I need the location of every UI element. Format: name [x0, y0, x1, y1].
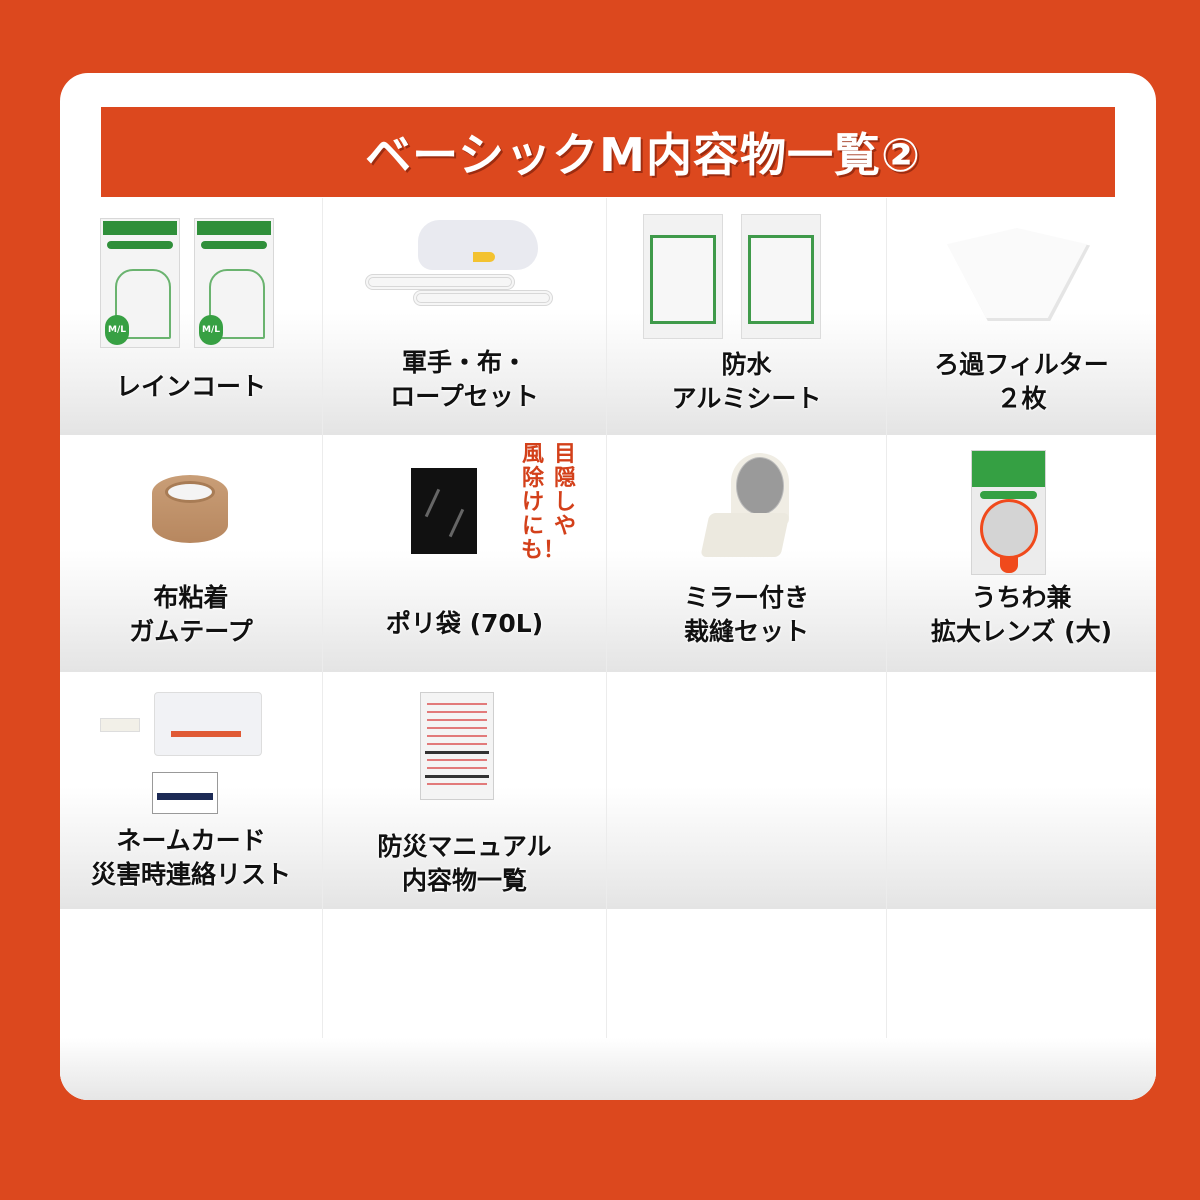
- item-label: 布粘着 ガムテープ: [129, 583, 253, 646]
- empty-cell: [607, 672, 887, 909]
- item-label: ネームカード 災害時連絡リスト: [90, 826, 291, 889]
- item-poly-bag: 目隠しや 風除けにも！ ポリ袋 (70L): [323, 435, 607, 672]
- item-label: 軍手・布・ ロープセット: [390, 348, 539, 411]
- title-banner: ベーシックM内容物一覧②: [101, 107, 1115, 197]
- item-mirror-sewing-kit: ミラー付き 裁縫セット: [607, 435, 887, 672]
- empty-cell: [887, 672, 1156, 909]
- item-fan-magnifier: うちわ兼 拡大レンズ (大): [887, 435, 1156, 672]
- page-title: ベーシックM内容物一覧②: [365, 128, 921, 182]
- item-gloves-rope-set: 軍手・布・ ロープセット: [323, 198, 607, 435]
- item-label: 防水 アルミシート: [671, 350, 822, 413]
- callout-text-col1: 目隠しや: [553, 442, 576, 539]
- items-grid: M/L M/L レインコート 軍手・布・ ロープセット 防水 アルミシート: [60, 198, 1156, 1100]
- item-label: ろ過フィルター ２枚: [934, 350, 1109, 413]
- item-label: ポリ袋 (70L): [385, 609, 544, 638]
- item-manual: 防災マニュアル 内容物一覧: [323, 672, 607, 909]
- item-cloth-tape: 布粘着 ガムテープ: [60, 435, 323, 672]
- callout-text-col2: 風除けにも！: [521, 442, 566, 563]
- card-footer-gradient: [60, 1038, 1156, 1100]
- gloves-rope-image: [363, 212, 563, 322]
- item-aluminum-sheet: 防水 アルミシート: [607, 198, 887, 435]
- item-label: ミラー付き 裁縫セット: [683, 583, 809, 646]
- item-raincoat: M/L M/L レインコート: [60, 198, 323, 435]
- item-filter: ろ過フィルター ２枚: [887, 198, 1156, 435]
- item-label: 防災マニュアル 内容物一覧: [377, 832, 552, 895]
- content-card: ベーシックM内容物一覧② M/L M/L レインコート 軍手・布・ ロープセット: [60, 73, 1156, 1100]
- item-label: レインコート: [115, 372, 266, 401]
- item-name-card: ネームカード 災害時連絡リスト: [60, 672, 323, 909]
- name-card-image: [100, 692, 280, 814]
- item-label: うちわ兼 拡大レンズ (大): [930, 583, 1113, 646]
